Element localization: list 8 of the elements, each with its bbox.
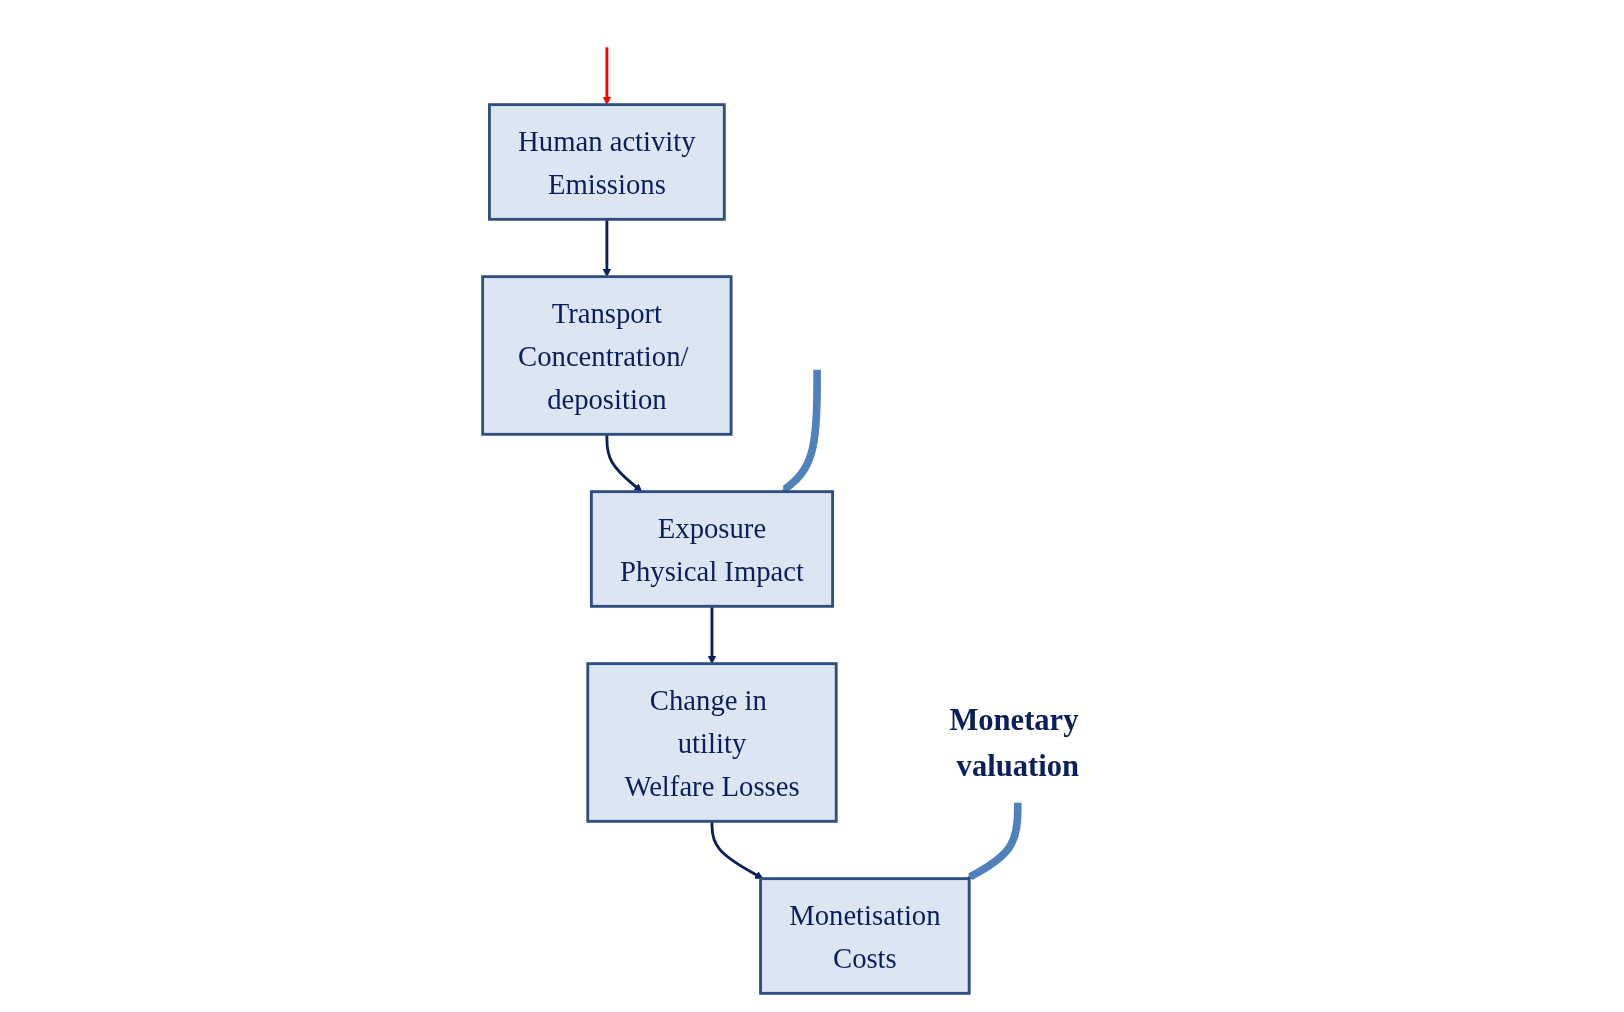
arrow (710, 821, 763, 880)
arrow (781, 369, 821, 493)
node-box: Exposure Physical Impact (589, 490, 834, 608)
node-text: Monetary valuation (949, 702, 1079, 783)
node-box: Monetisation Costs (758, 877, 971, 995)
node-box: Change in utility Welfare Losses (586, 662, 838, 823)
node-box: Transport Concentration/ deposition (480, 275, 733, 436)
node-box: Human activity Emissions (487, 103, 726, 221)
